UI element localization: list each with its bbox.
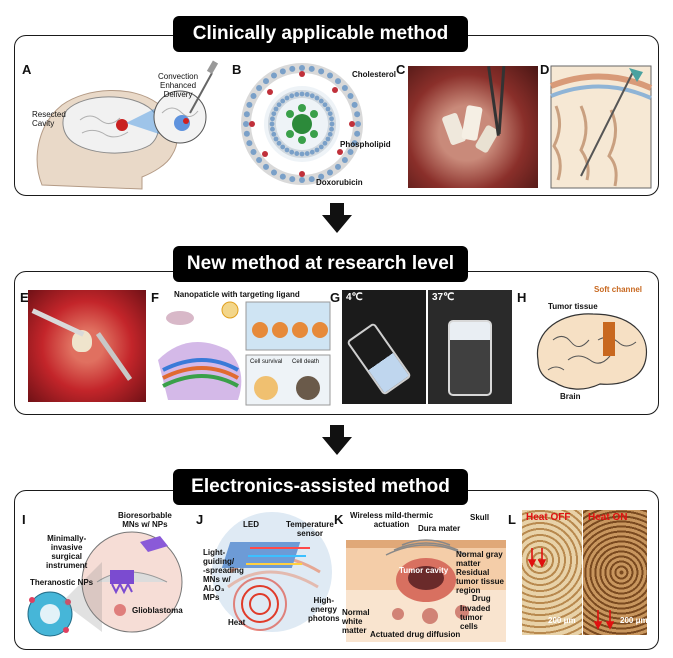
panel-k-skull-label: Skull — [470, 513, 490, 522]
panel-e-letter: E — [20, 290, 29, 305]
panel-j-light-label: Light- guiding/ -spreading MNs w/ Al₂O₃ … — [203, 548, 244, 602]
panel-j-photons-label: High- energy photons — [308, 596, 340, 623]
panel-k-diffusion-label: Actuated drug diffusion — [370, 630, 461, 639]
section-title-electronics: Electronics-assisted method — [173, 469, 468, 505]
panel-b-cholesterol-label: Cholesterol — [352, 70, 397, 79]
panel-a-letter: A — [22, 62, 32, 77]
panel-j-letter: J — [196, 512, 204, 527]
panel-k-white-label: Normal white matter — [342, 608, 370, 635]
panel-k-cavity-label: Tumor cavity — [399, 566, 449, 575]
section-title-clinical: Clinically applicable method — [173, 16, 468, 52]
panel-l-scale-left: 200 μm — [548, 616, 576, 625]
panel-h-brain-illustration — [536, 313, 648, 390]
down-arrow-2 — [322, 425, 352, 455]
panel-c-letter: C — [396, 62, 406, 77]
panel-a-ced-label: Convection Enhanced Delivery — [158, 72, 199, 99]
panel-c-surgery-photo — [408, 66, 538, 188]
panel-i-mns-label: Bioresorbable MNs w/ NPs — [118, 511, 172, 529]
panel-j-led-label: LED — [243, 520, 259, 529]
panel-l-letter: L — [508, 512, 516, 527]
panel-h-tumor-tissue-label: Tumor tissue — [548, 302, 598, 311]
panel-j-illustration — [212, 512, 332, 632]
panel-h-soft-channel-label: Soft channel — [594, 285, 643, 294]
panel-k-residual-label: Residual tumor tissue region — [456, 568, 505, 595]
panel-g-photo-warm — [428, 290, 512, 404]
panel-k-invaded-label: Invaded tumor cells — [460, 604, 491, 631]
panel-f-illustration — [158, 301, 331, 406]
panel-k-drug-label: Drug — [472, 594, 491, 603]
panel-k-wireless-label: Wireless mild-thermic actuation — [350, 511, 434, 529]
panel-i-glioblastoma-label: Glioblastoma — [132, 606, 183, 615]
panel-f-title: Nanopaticle with targeting ligand — [174, 290, 300, 299]
panel-g-warm-label: 37℃ — [432, 292, 455, 303]
down-arrow-1 — [322, 203, 352, 233]
panel-k-illustration — [346, 539, 506, 642]
panel-j-temp-label: Temperature sensor — [286, 520, 334, 538]
panel-i-instrument-label: Minimally- invasive surgical instrument — [46, 534, 88, 570]
panel-d-letter: D — [540, 62, 550, 77]
panel-h-brain-label: Brain — [560, 392, 581, 401]
panel-e-surgery-photo — [28, 290, 146, 402]
panel-g-letter: G — [330, 290, 341, 305]
panel-k-letter: K — [334, 512, 344, 527]
panel-l-heat-on-label: Heat ON — [588, 512, 628, 523]
panel-g-cold-label: 4℃ — [346, 292, 363, 303]
panel-l-arrows — [527, 548, 615, 630]
panel-k-dura-label: Dura mater — [418, 524, 461, 533]
panel-a-cavity-label: Resected Cavity — [32, 110, 66, 128]
panel-b-doxorubicin-label: Doxorubicin — [316, 178, 363, 187]
section-title-research: New method at research level — [173, 246, 468, 282]
panel-f-cell-death: Cell death — [292, 359, 320, 365]
panel-i-illustration — [27, 531, 183, 637]
panel-a-illustration — [36, 60, 219, 190]
panel-l-heat-off-label: Heat OFF — [526, 512, 571, 523]
panel-d-illustration — [549, 65, 653, 189]
panel-b-phospholipid-label: Phospholipid — [340, 140, 391, 149]
liposome-illustration — [241, 63, 363, 185]
panel-h-letter: H — [517, 290, 527, 305]
panel-k-gray-label: Normal gray matter — [456, 550, 503, 568]
panel-l-scale-right: 200 μm — [620, 616, 648, 625]
panel-f-cell-survival: Cell survival — [250, 359, 283, 365]
panel-i-theranostic-label: Theranostic NPs — [30, 578, 94, 587]
panel-l-histology-off — [522, 510, 582, 635]
panel-f-letter: F — [151, 290, 159, 305]
panel-b-letter: B — [232, 62, 242, 77]
panel-i-letter: I — [22, 512, 26, 527]
panel-l-histology-on — [583, 510, 647, 635]
panel-g-photo-cold — [342, 290, 426, 404]
panel-j-heat-label: Heat — [228, 618, 246, 627]
